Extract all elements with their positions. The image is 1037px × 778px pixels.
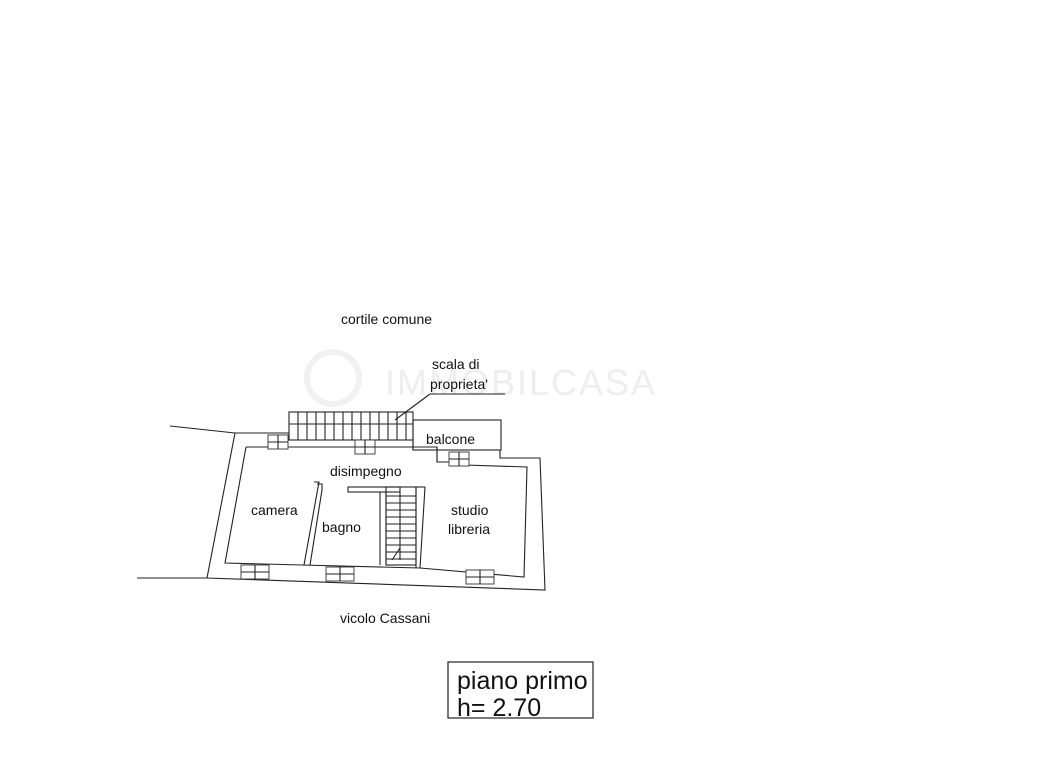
label-bedroom: camera — [251, 502, 298, 518]
window-bottom-3 — [465, 569, 495, 585]
legend-box: piano primo h= 2.70 — [447, 661, 594, 722]
label-bathroom: bagno — [322, 519, 361, 535]
window-bottom-1 — [240, 564, 270, 580]
internal-walls — [301, 481, 426, 569]
svg-text:IMMOBILCASA: IMMOBILCASA — [385, 362, 657, 403]
boundary-lines — [137, 425, 236, 579]
label-study-line1: studio — [451, 502, 489, 518]
label-hallway: disimpegno — [330, 463, 402, 479]
external-stair — [288, 393, 505, 441]
label-street: vicolo Cassani — [340, 610, 430, 626]
legend-height: h= 2.70 — [457, 694, 541, 722]
legend-floor: piano primo — [457, 667, 588, 695]
label-stair-line2: proprieta' — [430, 376, 488, 392]
watermark: IMMOBILCASA — [304, 349, 657, 407]
windows — [240, 434, 495, 585]
window-top-mid — [354, 439, 376, 455]
window-top-right — [448, 451, 470, 467]
label-stair-line1: scala di — [432, 356, 479, 372]
label-study-line2: libreria — [448, 521, 490, 537]
label-balcony: balcone — [426, 431, 475, 447]
window-bottom-2 — [325, 566, 355, 582]
label-courtyard: cortile comune — [341, 311, 432, 327]
window-top-left — [267, 434, 289, 450]
